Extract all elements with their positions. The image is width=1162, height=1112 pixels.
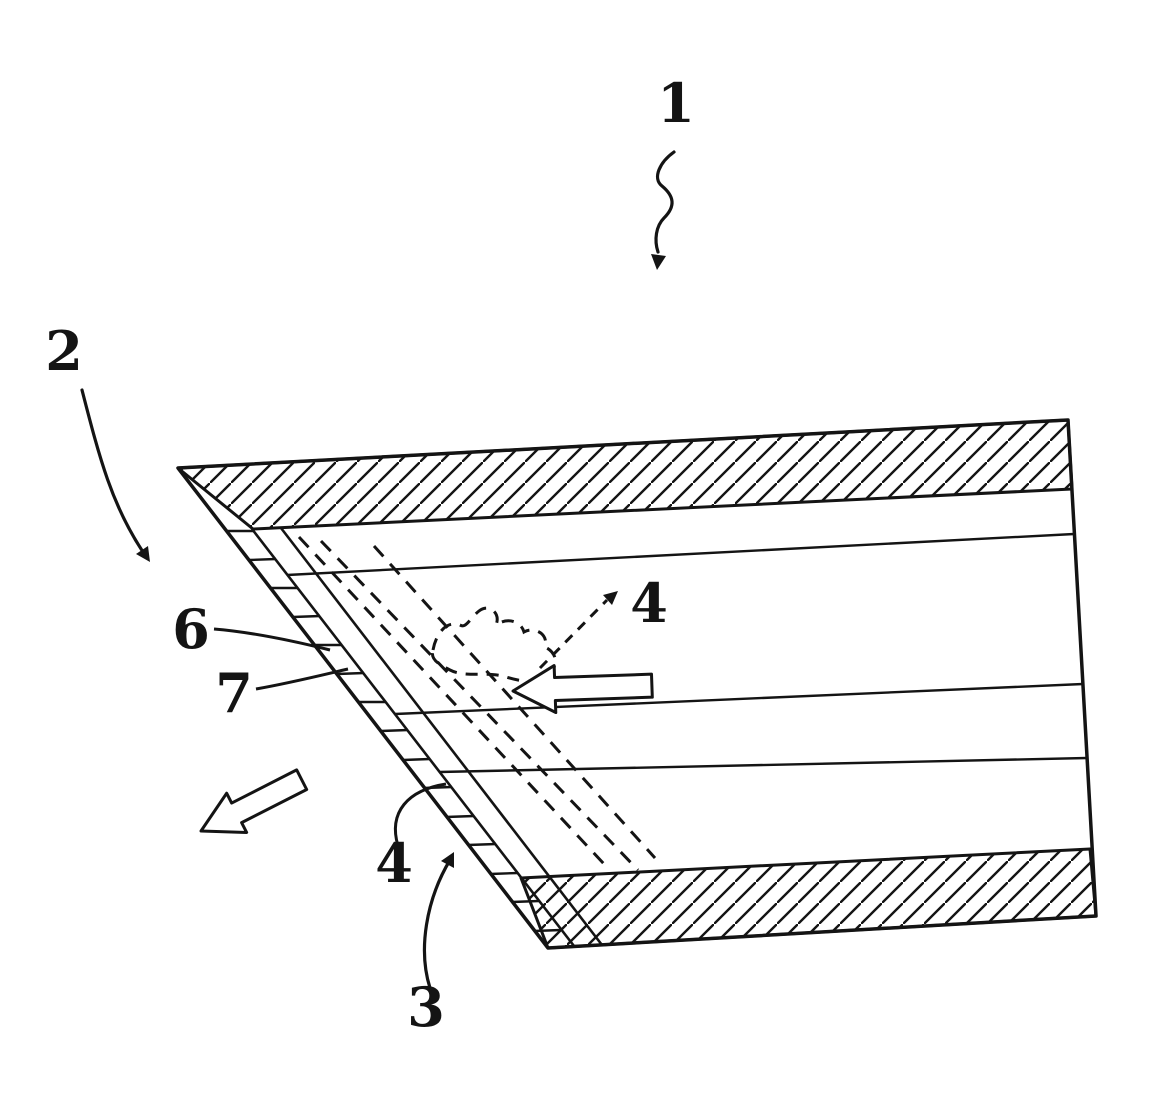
ref-label-4-lower: 4 [375, 831, 413, 895]
dashed-internal-line-2 [319, 539, 640, 872]
top-cladding-hatch-band [176, 418, 1074, 531]
facet-coating-inner-line-2 [279, 527, 604, 946]
ref-label-7: 7 [215, 661, 253, 725]
dashed-leader-arrowhead-4 [603, 591, 618, 605]
dashed-leader-line-4 [538, 598, 609, 670]
ref-label-3: 3 [407, 975, 445, 1039]
facet-coating-ticks [227, 529, 562, 933]
leader-line-7 [255, 667, 349, 691]
layer-boundary-line-upper [286, 532, 1075, 577]
leader-curve-3 [422, 858, 452, 990]
leader-curve-2 [80, 388, 145, 554]
dashed-internal-line-3 [372, 544, 657, 860]
output-direction-arrow-icon [199, 768, 309, 834]
layer-boundary-line-middle [394, 682, 1084, 716]
leader-arrowhead-1 [651, 254, 666, 270]
bottom-cladding-hatch-band [519, 847, 1098, 950]
leader-curve-4-lower [393, 782, 447, 847]
leader-arrowhead-3 [441, 852, 454, 868]
damage-region-dashed-outline [430, 606, 557, 683]
ref-label-2: 2 [45, 319, 83, 383]
leader-squiggle-1 [654, 150, 676, 254]
layer-boundary-line-lower [438, 756, 1088, 774]
inward-direction-arrow-icon [511, 664, 654, 715]
dashed-internal-line-1 [297, 535, 606, 866]
ref-label-1: 1 [657, 71, 695, 135]
leader-line-6 [213, 627, 331, 652]
facet-coating-inner-line-1 [250, 528, 576, 947]
ref-label-4-upper: 4 [630, 571, 668, 635]
leader-arrowhead-2 [136, 546, 150, 562]
dashed-internal-lines [297, 535, 657, 872]
ref-label-6: 6 [172, 597, 210, 661]
